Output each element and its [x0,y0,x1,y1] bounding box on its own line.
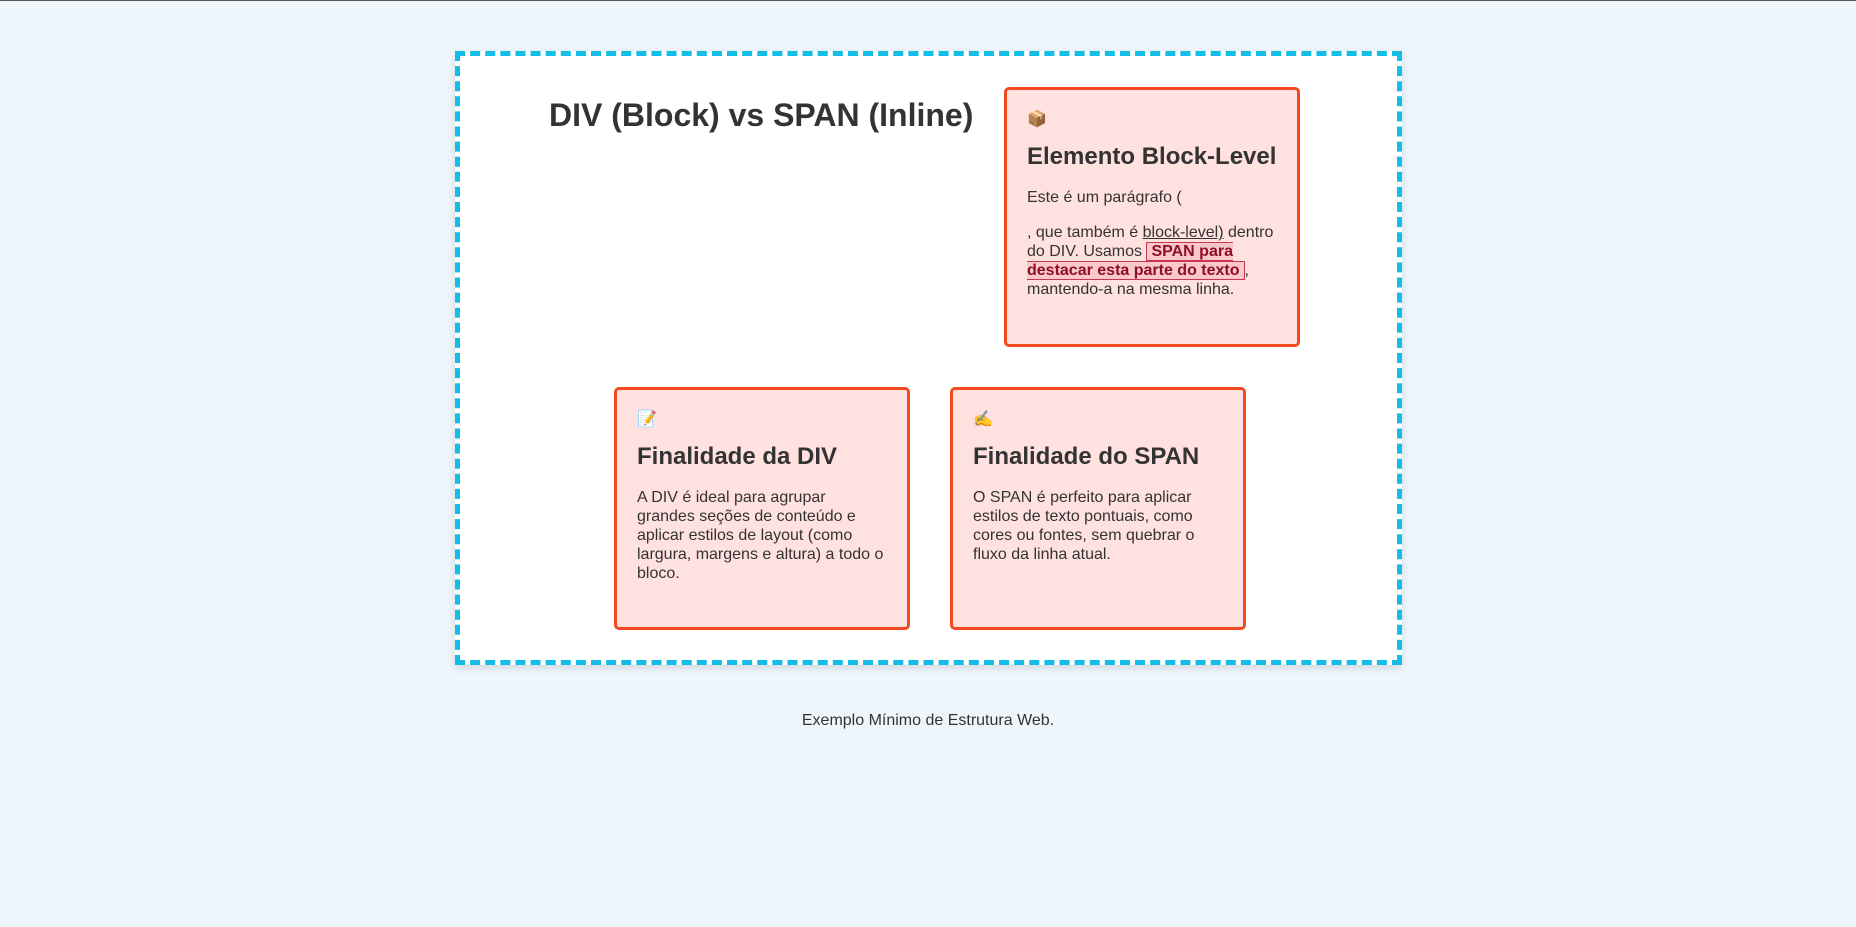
text-after-underline: dentro do DIV. Usamos [1027,224,1274,260]
text-end: , mantendo-a na mesma linha. [1027,262,1249,298]
card-paragraph-start: Este é um parágrafo ( [1027,189,1182,206]
text-before-tag: , que também é [1027,224,1143,241]
card-heading-block-level: Elemento Block-Level [1027,143,1277,170]
card-paragraph-continuation: , que também é block-level) dentro do DI… [1027,223,1277,299]
package-icon: 📦 [1027,111,1047,128]
block-level-card: 📦 Elemento Block-Level Este é um parágra… [1004,87,1300,347]
card-heading-div: Finalidade da DIV [637,443,838,470]
footer-text: Exemplo Mínimo de Estrutura Web. [801,712,1055,729]
card-text-span: O SPAN é perfeito para aplicar estilos d… [973,489,1195,563]
underlined-text: block-level) [1142,224,1224,241]
div-purpose-card: 📝 Finalidade da DIV A DIV é ideal para a… [614,387,910,630]
span-purpose-card: ✍️ Finalidade do SPAN O SPAN é perfeito … [950,387,1246,630]
card-text-div: A DIV é ideal para agrupar grandes seçõe… [637,489,884,582]
highlighted-span-text: SPAN para destacar esta parte do texto [1027,242,1245,280]
card-heading-span: Finalidade do SPAN [973,443,1200,470]
page-title: DIV (Block) vs SPAN (Inline) [549,97,974,133]
writing-hand-icon: ✍️ [973,411,993,428]
memo-icon: 📝 [637,411,657,428]
